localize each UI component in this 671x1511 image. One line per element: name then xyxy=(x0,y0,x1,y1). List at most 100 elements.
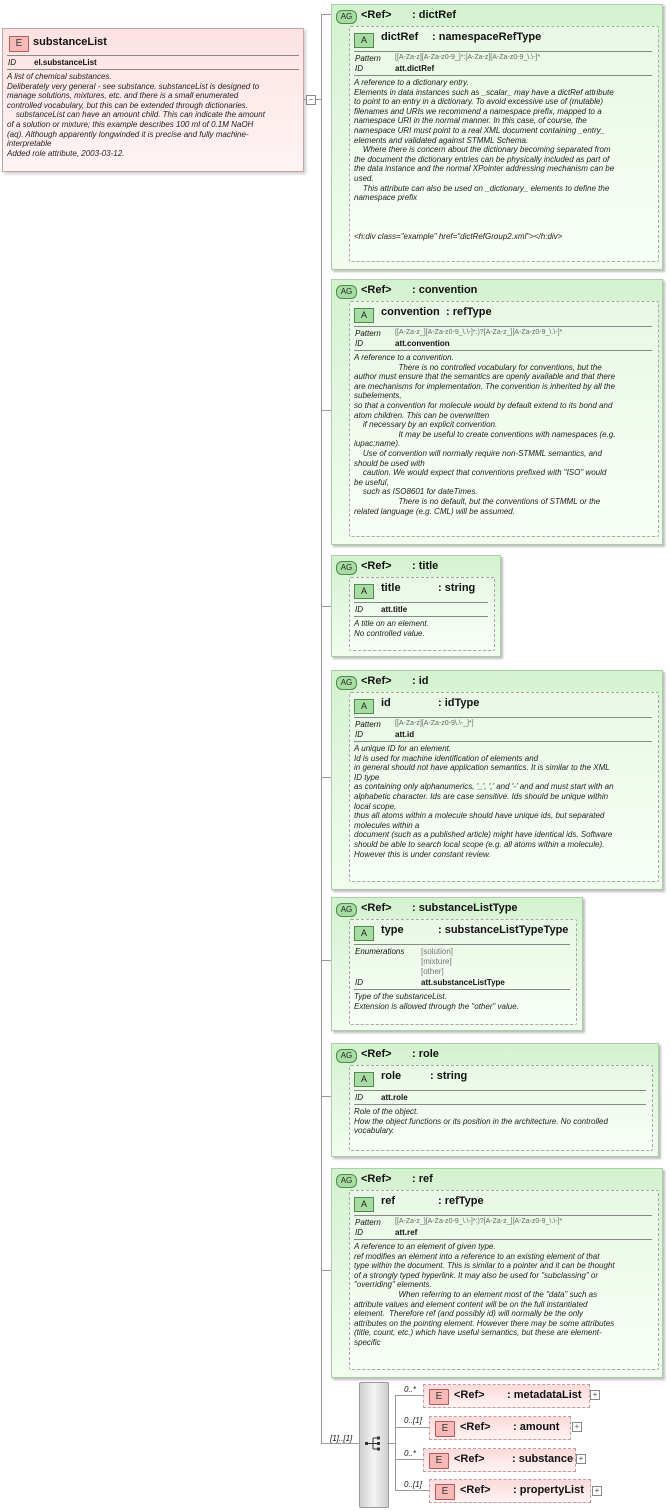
divider xyxy=(7,69,299,70)
pattern-value: [[A-Za-z][A-Za-z0-9_]*:[A-Za-z][A-Za-z0-… xyxy=(395,54,541,61)
child-cardinality: 0..* xyxy=(404,1449,417,1458)
attribute-group-name: : convention xyxy=(412,284,478,296)
attribute-badge: A xyxy=(354,926,374,941)
attribute-badge: A xyxy=(354,699,374,714)
branch-line xyxy=(321,1096,331,1097)
attribute-badge: A xyxy=(354,584,374,599)
ref-label: <Ref> xyxy=(361,1048,392,1060)
attribute-type[interactable]: A type : substanceListTypeType Enumerati… xyxy=(349,919,577,1025)
branch-line xyxy=(321,14,331,15)
attribute-documentation: Type of the substanceList. Extension is … xyxy=(354,992,519,1011)
element-documentation: A list of chemical substances. Deliberat… xyxy=(7,72,265,158)
divider xyxy=(354,616,488,617)
attribute-group-ref[interactable]: AG <Ref> : ref A ref : refType Pattern [… xyxy=(331,1168,663,1378)
ref-label: <Ref> xyxy=(361,284,392,296)
attribute-group-name: : role xyxy=(412,1048,439,1060)
expand-icon[interactable]: + xyxy=(572,1422,582,1432)
element-badge: E xyxy=(429,1453,449,1469)
child-branch-line xyxy=(395,1490,429,1491)
attribute-group-role[interactable]: AG <Ref> : role A role : string ID att.r… xyxy=(331,1043,659,1157)
attribute-group-title[interactable]: AG <Ref> : title A title : string ID att… xyxy=(331,555,501,657)
enum-value: [other] xyxy=(421,967,444,976)
sequence-compositor[interactable] xyxy=(359,1382,389,1508)
ref-label: <Ref> xyxy=(361,560,392,572)
collapse-icon[interactable]: − xyxy=(306,95,316,105)
ref-label: <Ref> xyxy=(361,1173,392,1185)
ref-label: <Ref> xyxy=(454,1453,485,1465)
ref-label: <Ref> xyxy=(361,675,392,687)
children-connector xyxy=(387,1443,395,1444)
sequence-connector-line xyxy=(321,1443,359,1444)
child-element-name: : propertyList xyxy=(513,1484,584,1496)
child-branch-line xyxy=(395,1395,423,1396)
attribute-badge: A xyxy=(354,308,374,323)
divider xyxy=(354,326,652,327)
id-value: att.dictRef xyxy=(395,64,435,73)
ref-label: <Ref> xyxy=(361,902,392,914)
attribute-id[interactable]: A id : idType Pattern [[A-Za-z][A-Za-z0-… xyxy=(349,692,659,882)
branch-line xyxy=(321,1270,331,1271)
attribute-badge: A xyxy=(354,1197,374,1212)
child-branch-line xyxy=(395,1427,429,1428)
attribute-type: : refType xyxy=(438,1195,484,1207)
divider xyxy=(354,1239,652,1240)
attribute-group-id[interactable]: AG <Ref> : id A id : idType Pattern [[A-… xyxy=(331,670,663,890)
expand-icon[interactable]: + xyxy=(590,1390,600,1400)
branch-line xyxy=(321,606,331,607)
enumerations-label: Enumerations xyxy=(355,947,405,956)
attribute-type: : idType xyxy=(438,697,480,709)
sequence-cardinality: [1]..[1] xyxy=(330,1434,353,1443)
child-element-name: : metadataList xyxy=(507,1389,582,1401)
attribute-convention[interactable]: A convention : refType Pattern [[A-Za-z_… xyxy=(349,301,659,537)
element-title: substanceList xyxy=(33,36,107,48)
element-substanceList[interactable]: E substanceList ID el.substanceList A li… xyxy=(2,28,304,172)
attribute-dictRef[interactable]: A dictRef : namespaceRefType Pattern [[A… xyxy=(349,26,659,262)
element-badge: E xyxy=(429,1389,449,1405)
attribute-role[interactable]: A role : string ID att.role Role of the … xyxy=(349,1065,653,1151)
attribute-group-convention[interactable]: AG <Ref> : convention A convention : ref… xyxy=(331,279,663,545)
id-label: ID xyxy=(355,978,363,987)
child-element-metadataList[interactable]: E <Ref> : metadataList xyxy=(423,1384,590,1408)
element-badge: E xyxy=(9,36,29,52)
attribute-group-badge: AG xyxy=(336,1049,357,1063)
child-cardinality: 0..[1] xyxy=(404,1416,422,1425)
branch-line xyxy=(321,777,331,778)
divider xyxy=(354,350,652,351)
attribute-title[interactable]: A title : string ID att.title A title on… xyxy=(349,577,495,651)
expand-icon[interactable]: + xyxy=(592,1486,602,1496)
child-branch-line xyxy=(395,1459,423,1460)
attribute-group-name: : substanceListType xyxy=(412,902,518,914)
attribute-badge: A xyxy=(354,33,374,48)
attribute-documentation: A reference to an element of given type.… xyxy=(354,1242,615,1347)
child-element-substance[interactable]: E <Ref> : substance xyxy=(423,1448,576,1472)
id-label: ID xyxy=(355,64,363,73)
child-cardinality: 0..[1] xyxy=(404,1480,422,1489)
id-label: ID xyxy=(355,730,363,739)
attribute-name: type xyxy=(381,924,404,936)
attribute-documentation: A unique ID for an element. Id is used f… xyxy=(354,744,614,859)
enum-value: [mixture] xyxy=(421,957,452,966)
id-label: ID xyxy=(8,58,16,67)
attribute-name: convention xyxy=(381,306,440,318)
attribute-group-dictRef[interactable]: AG <Ref> : dictRef A dictRef : namespace… xyxy=(331,4,663,270)
child-element-propertyList[interactable]: E <Ref> : propertyList xyxy=(429,1479,591,1503)
attribute-type: : string xyxy=(430,1070,468,1082)
id-label: ID xyxy=(355,1228,363,1237)
divider xyxy=(354,1090,646,1091)
attribute-name: id xyxy=(381,697,391,709)
element-badge: E xyxy=(435,1484,455,1500)
pattern-label: Pattern xyxy=(355,1218,381,1227)
attribute-documentation: A title on an element. No controlled val… xyxy=(354,619,429,638)
attribute-name: title xyxy=(381,582,401,594)
divider xyxy=(7,55,299,56)
attribute-group-substanceListType[interactable]: AG <Ref> : substanceListType A type : su… xyxy=(331,897,583,1031)
ref-label: <Ref> xyxy=(460,1484,491,1496)
branch-line xyxy=(321,410,331,411)
expand-icon[interactable]: + xyxy=(576,1454,586,1464)
pattern-label: Pattern xyxy=(355,720,381,729)
attribute-ref[interactable]: A ref : refType Pattern [[A-Za-z_][A-Za-… xyxy=(349,1190,659,1370)
attribute-group-badge: AG xyxy=(336,903,357,917)
divider xyxy=(354,602,488,603)
enum-value: [solution] xyxy=(421,947,454,956)
child-element-amount[interactable]: E <Ref> : amount xyxy=(429,1416,571,1440)
